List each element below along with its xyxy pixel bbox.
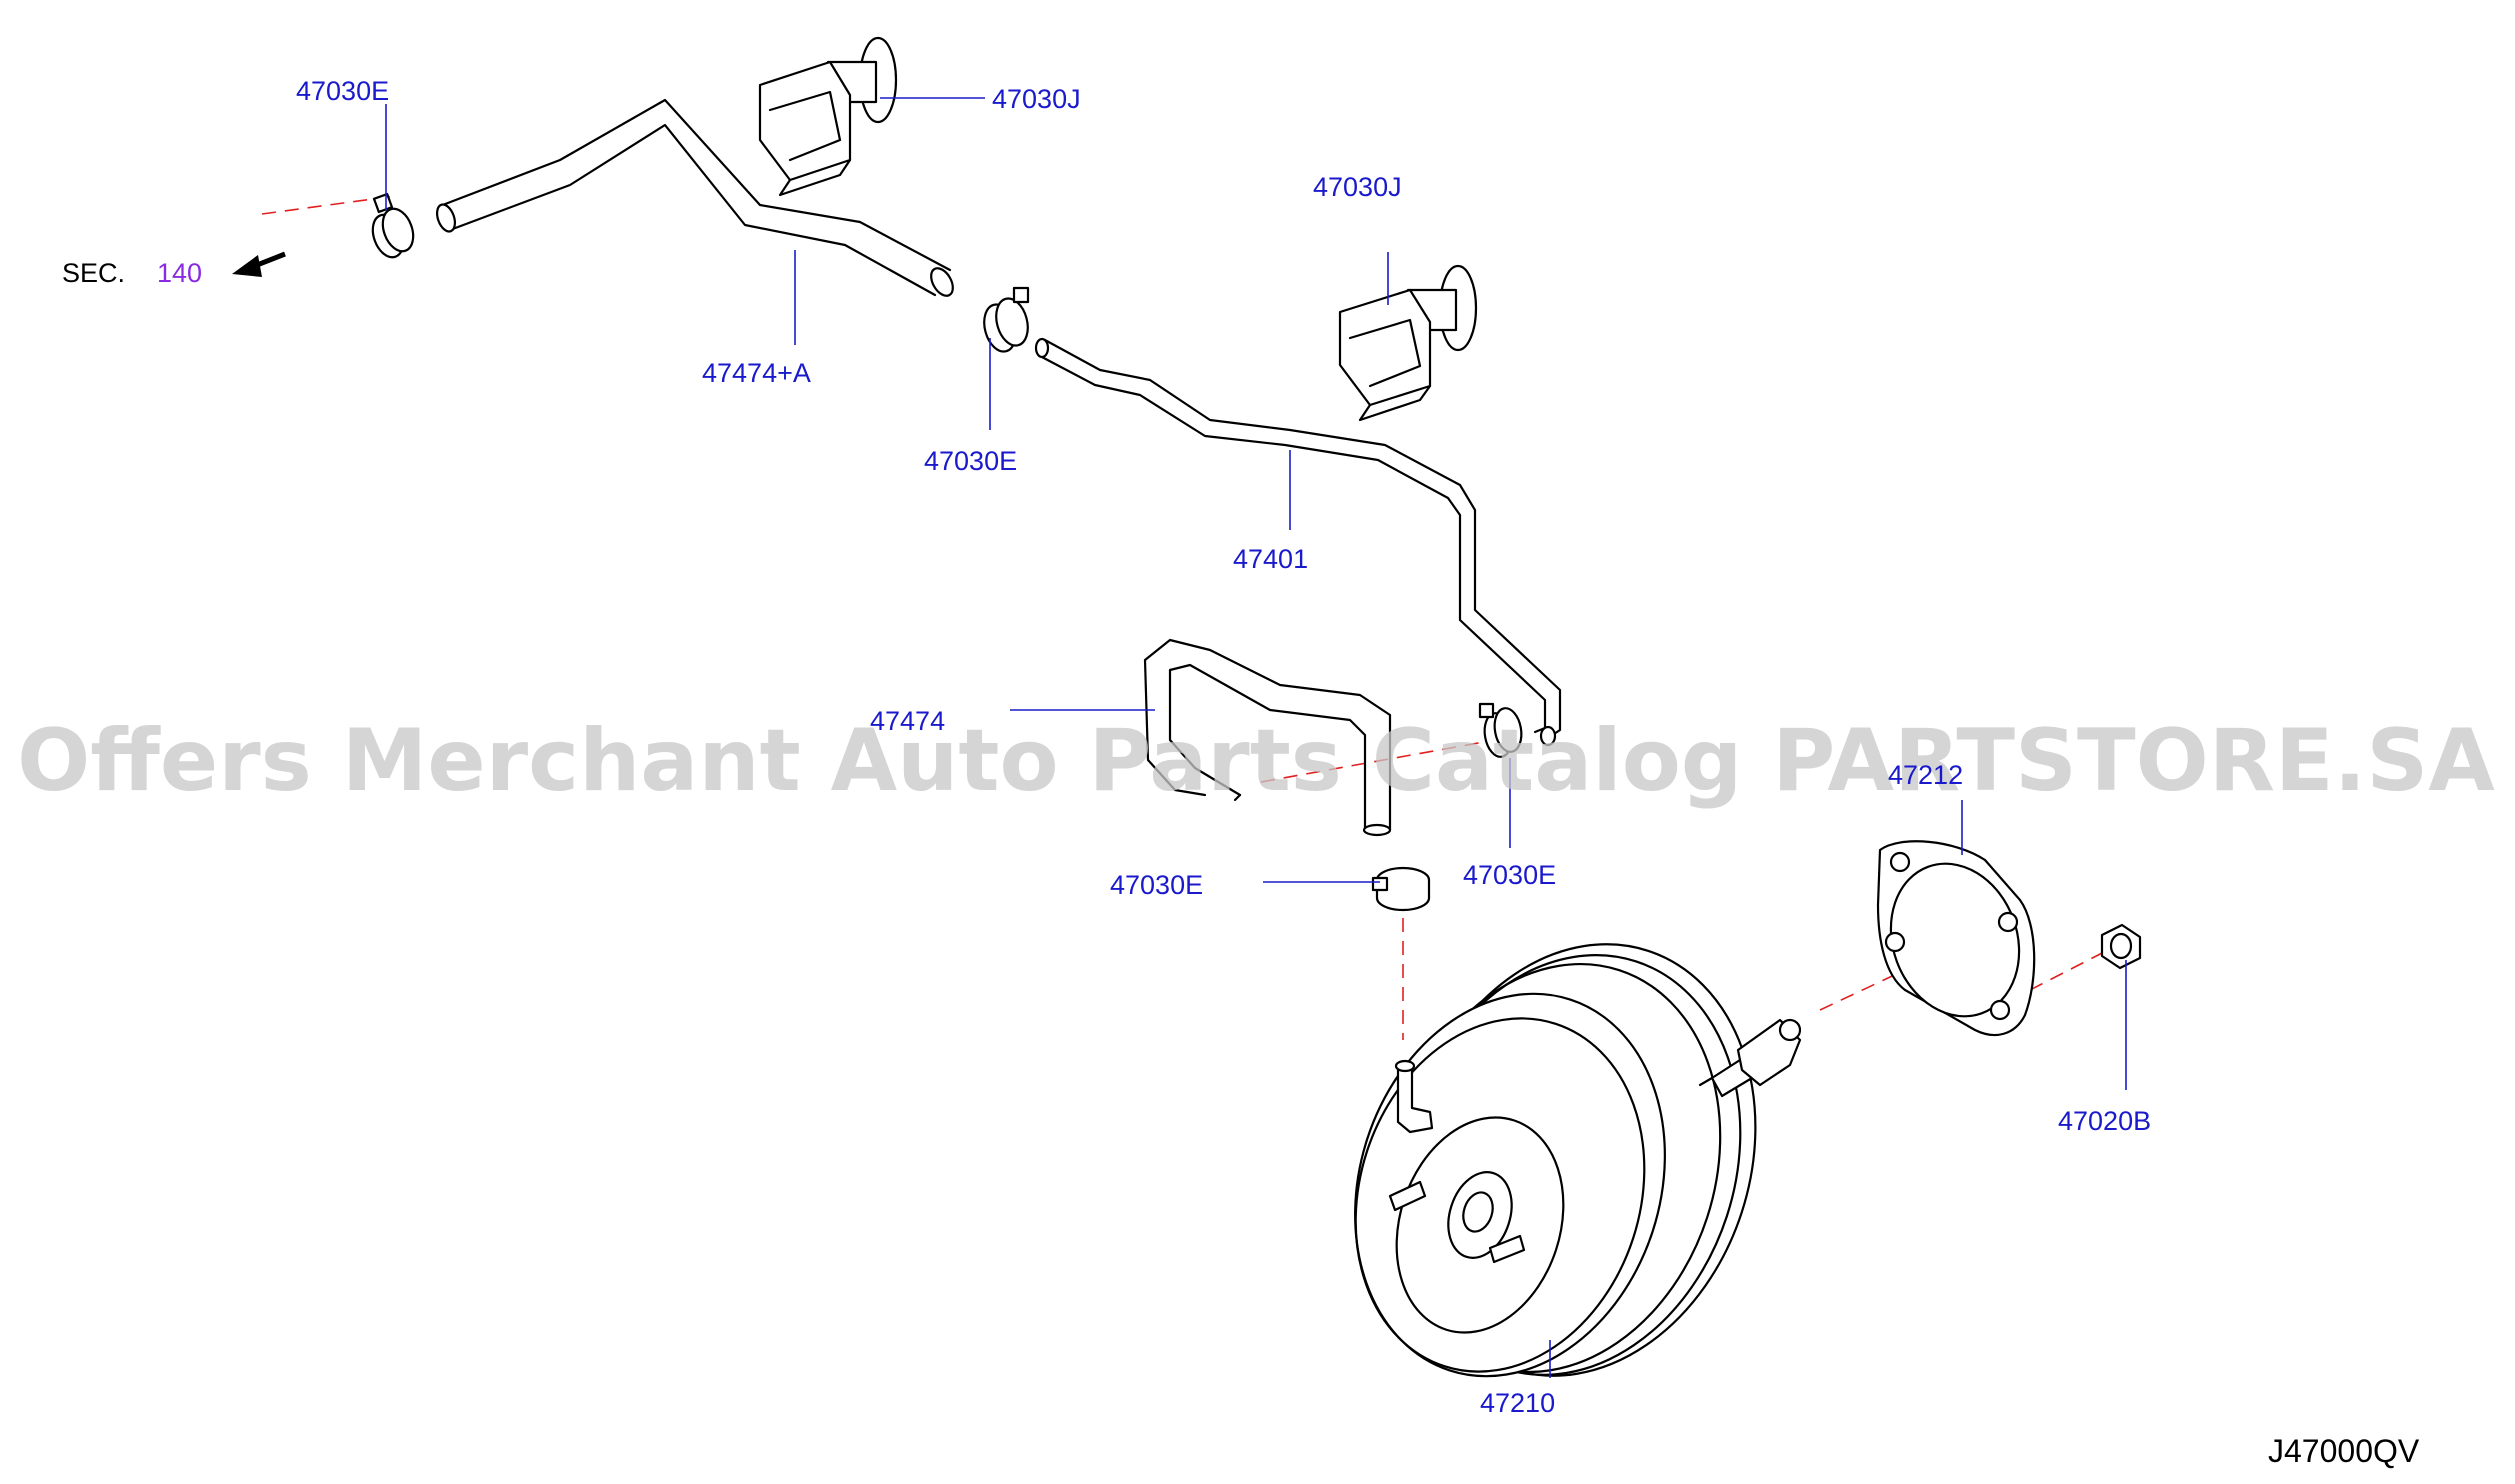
label-clamp-top-left[interactable]: 47030E: [296, 76, 389, 106]
label-nut[interactable]: 47020B: [2058, 1106, 2151, 1136]
nut: [2100, 923, 2142, 970]
label-clamp-lower-left[interactable]: 47030E: [1110, 870, 1203, 900]
label-booster[interactable]: 47210: [1480, 1388, 1555, 1418]
tube-main: [1034, 337, 1562, 747]
label-gasket[interactable]: 47212: [1888, 760, 1963, 790]
label-hose-lower[interactable]: 47474: [870, 706, 945, 736]
label-clip-top[interactable]: 47030J: [992, 84, 1081, 114]
clip-right: [1338, 264, 1478, 422]
brake-booster: [1354, 943, 1802, 1378]
hose-lower: [1143, 638, 1392, 837]
section-prefix: SEC.: [62, 258, 125, 288]
label-clamp-lower-right[interactable]: 47030E: [1463, 860, 1556, 890]
clamp-top-left: [371, 192, 415, 259]
label-hose-upper[interactable]: 47474+A: [702, 358, 811, 388]
label-clip-right[interactable]: 47030J: [1313, 172, 1402, 202]
part-labels: SEC. 140 47030E 47030J 47474+A 47030E 47…: [62, 76, 2420, 1469]
diagram-code: J47000QV: [2268, 1433, 2420, 1469]
gasket: [1876, 840, 2036, 1037]
section-number-link[interactable]: 140: [157, 258, 202, 288]
watermark: Offers Merchant Auto Parts Catalog PARTS…: [17, 711, 2495, 811]
alignment-lines: [261, 195, 2109, 1040]
hose-upper: [435, 98, 954, 297]
clamp-mid: [983, 286, 1030, 353]
leader-lines: [385, 97, 2127, 1378]
clamp-lower-right: [1478, 702, 1523, 758]
clip-top: [758, 36, 898, 197]
label-clamp-mid[interactable]: 47030E: [924, 446, 1017, 476]
section-arrow: [232, 251, 286, 277]
label-tube-main[interactable]: 47401: [1233, 544, 1308, 574]
clamp-lower-left: [1371, 866, 1431, 912]
